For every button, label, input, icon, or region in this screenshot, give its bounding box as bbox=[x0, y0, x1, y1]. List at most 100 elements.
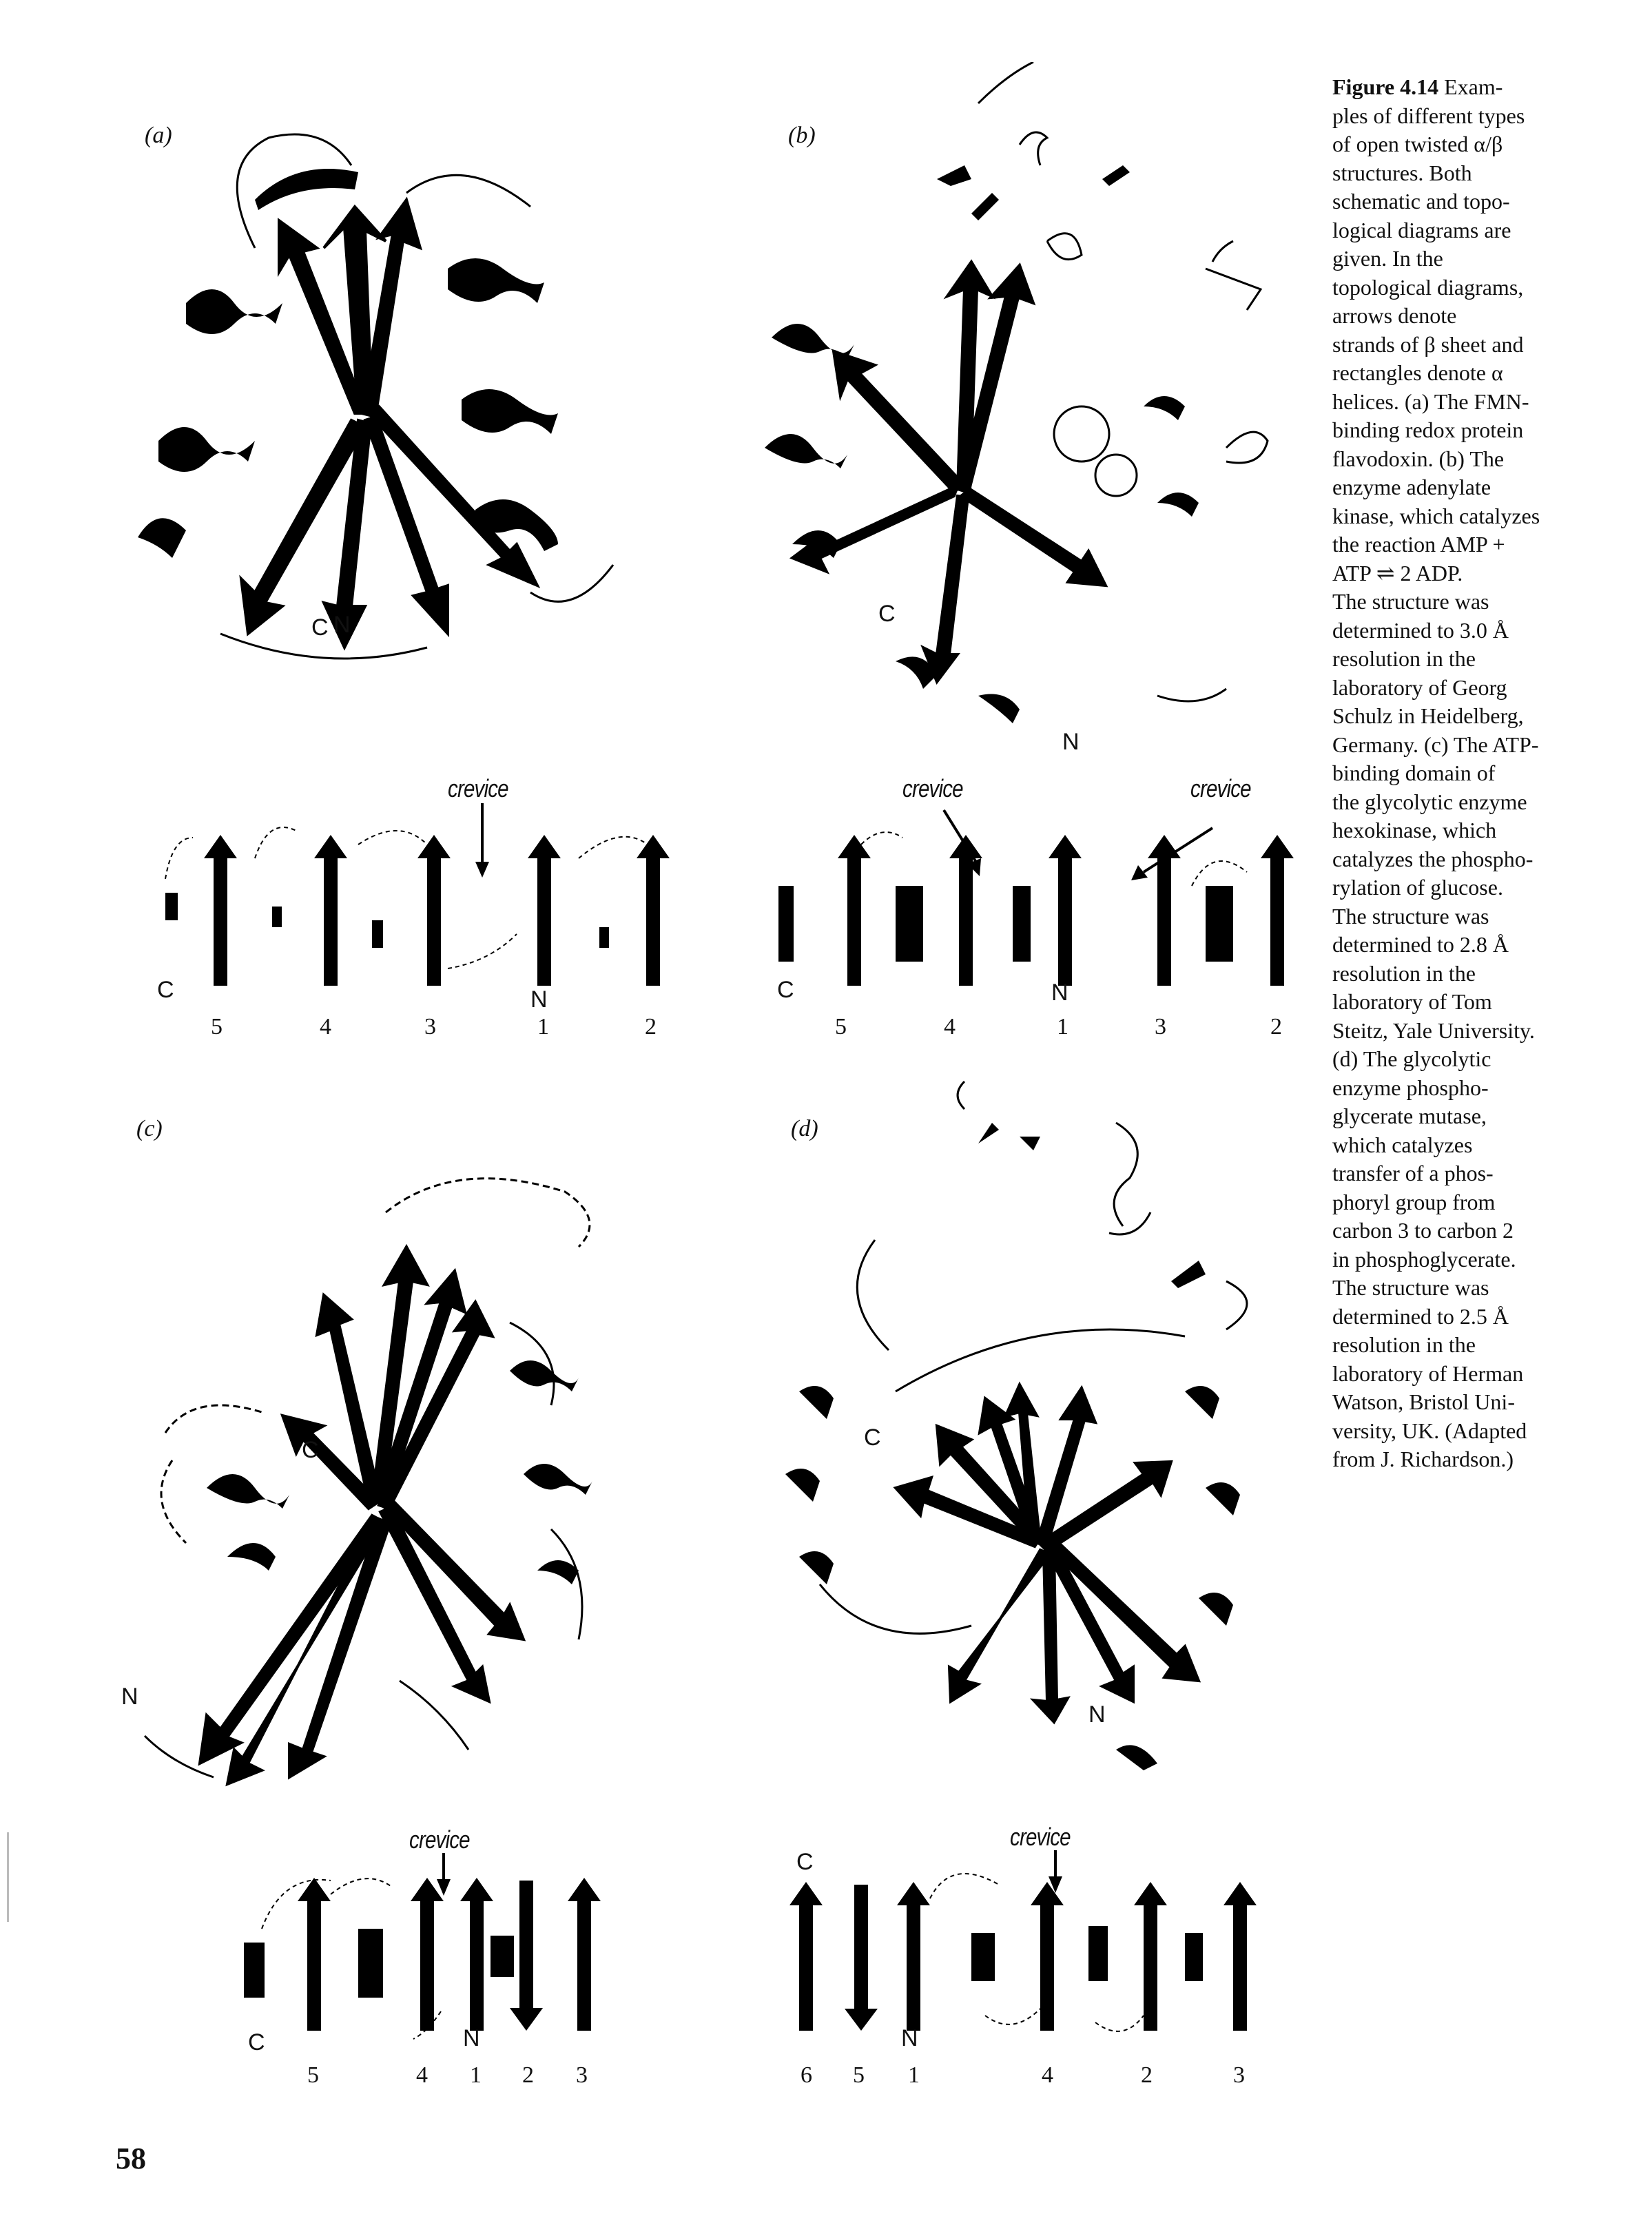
panel-b-sheet-n-terminus: N bbox=[1051, 980, 1068, 1006]
panel-c-sheet-n-terminus: N bbox=[463, 2025, 480, 2051]
caption-line: the reaction AMP + bbox=[1332, 532, 1505, 557]
panel-d-topology-diagram bbox=[789, 1850, 1257, 2032]
panel-d-strand-number: 6 bbox=[801, 2062, 812, 2088]
figure-caption: Figure 4.14 Exam-ples of different types… bbox=[1332, 73, 1622, 1474]
caption-line: carbon 3 to carbon 2 bbox=[1332, 1218, 1514, 1243]
panel-b-c-terminus: C bbox=[878, 601, 896, 627]
panel-c-strand-number: 5 bbox=[307, 2062, 319, 2088]
panel-d-sheet-c-terminus: C bbox=[796, 1849, 814, 1875]
caption-line: Germany. (c) The ATP- bbox=[1332, 732, 1539, 757]
caption-line: of open twisted α/β bbox=[1332, 132, 1503, 156]
caption-line: logical diagrams are bbox=[1332, 217, 1511, 242]
panel-c-ribbon-diagram bbox=[143, 1177, 592, 1787]
caption-line: glycerate mutase, bbox=[1332, 1104, 1487, 1128]
panel-a-ribbon-diagram bbox=[138, 133, 615, 660]
caption-line: versity, UK. (Adapted bbox=[1332, 1418, 1527, 1443]
panel-d-c-terminus: C bbox=[864, 1425, 881, 1451]
panel-d-n-terminus: N bbox=[1088, 1701, 1106, 1728]
caption-line: Schulz in Heidelberg, bbox=[1332, 703, 1524, 728]
caption-line: enzyme adenylate bbox=[1332, 475, 1491, 499]
caption-line: Exam- bbox=[1444, 74, 1503, 99]
panel-d-sheet-n-terminus: N bbox=[901, 2025, 918, 2051]
panel-d-crevice-label: crevice bbox=[1010, 1823, 1071, 1851]
panel-c-topology-diagram bbox=[244, 1853, 601, 2040]
panel-b-crevice-label-1: crevice bbox=[902, 774, 964, 802]
panel-d-strand-number: 5 bbox=[853, 2062, 865, 2088]
panel-b-n-terminus: N bbox=[1062, 729, 1080, 755]
caption-line: determined to 3.0 Å bbox=[1332, 617, 1509, 643]
caption-line: laboratory of Tom bbox=[1332, 989, 1492, 1014]
figure-caption-title: Figure 4.14 bbox=[1332, 74, 1439, 99]
panel-c-strand-number: 1 bbox=[470, 2062, 482, 2088]
panel-a-n-terminus: N bbox=[333, 612, 351, 638]
panel-c-strand-number: 3 bbox=[576, 2062, 588, 2088]
panel-b-strand-number: 2 bbox=[1270, 1014, 1282, 1039]
panel-a-crevice-label: crevice bbox=[448, 774, 509, 802]
page-number: 58 bbox=[116, 2142, 146, 2175]
caption-line: hexokinase, which bbox=[1332, 818, 1497, 842]
caption-line: resolution in the bbox=[1332, 1332, 1476, 1357]
caption-line: The structure was bbox=[1332, 1275, 1489, 1300]
caption-line: the glycolytic enzyme bbox=[1332, 789, 1527, 814]
caption-line: in phosphoglycerate. bbox=[1332, 1246, 1516, 1272]
caption-line: from J. Richardson.) bbox=[1332, 1447, 1514, 1471]
margin-rule bbox=[7, 1832, 9, 1922]
caption-line: ATP ⇌ 2 ADP. bbox=[1332, 560, 1463, 586]
panel-c-label: (c) bbox=[136, 1116, 163, 1141]
caption-line: phoryl group from bbox=[1332, 1189, 1496, 1214]
panel-d-label: (d) bbox=[791, 1116, 818, 1141]
panel-c-c-terminus: C bbox=[302, 1437, 319, 1463]
caption-line: resolution in the bbox=[1332, 646, 1476, 671]
caption-line: structures. Both bbox=[1332, 160, 1472, 185]
panel-a-sheet-c-terminus: C bbox=[157, 977, 174, 1003]
caption-line: kinase, which catalyzes bbox=[1332, 503, 1540, 528]
panel-b-topology-diagram bbox=[778, 809, 1294, 986]
panel-b-strand-number: 4 bbox=[944, 1014, 956, 1039]
panel-d-strand-number: 1 bbox=[908, 2062, 920, 2088]
caption-line: determined to 2.5 Å bbox=[1332, 1303, 1509, 1329]
figure-caption-text: Exam-ples of different types of open twis… bbox=[1332, 74, 1540, 1471]
caption-line: transfer of a phos- bbox=[1332, 1161, 1494, 1185]
panel-a-strand-number: 5 bbox=[211, 1014, 223, 1039]
caption-line: rectangles denote α bbox=[1332, 360, 1503, 385]
caption-line: The structure was bbox=[1332, 589, 1489, 614]
caption-line: binding domain of bbox=[1332, 760, 1496, 785]
panel-c-crevice-label: crevice bbox=[409, 1825, 471, 1854]
caption-line: which catalyzes bbox=[1332, 1132, 1473, 1157]
caption-line: Watson, Bristol Uni- bbox=[1332, 1389, 1515, 1414]
caption-line: laboratory of Georg bbox=[1332, 674, 1507, 700]
panel-a-strand-number: 3 bbox=[424, 1014, 436, 1039]
caption-line: topological diagrams, bbox=[1332, 274, 1524, 300]
caption-line: helices. (a) The FMN- bbox=[1332, 389, 1529, 414]
caption-line: given. In the bbox=[1332, 246, 1443, 271]
panel-c-n-terminus: N bbox=[121, 1684, 138, 1710]
panel-d-strand-number: 2 bbox=[1141, 2062, 1153, 2088]
panel-d-strand-number: 4 bbox=[1042, 2062, 1053, 2088]
panel-b-sheet-c-terminus: C bbox=[777, 977, 794, 1003]
caption-line: ples of different types bbox=[1332, 103, 1525, 128]
panel-b-strand-number: 5 bbox=[835, 1014, 847, 1039]
panel-c-strand-number: 2 bbox=[522, 2062, 534, 2088]
panel-b-strand-number: 1 bbox=[1057, 1014, 1068, 1039]
panel-d-ribbon-diagram bbox=[785, 1080, 1248, 1770]
panel-d-strand-number: 3 bbox=[1233, 2062, 1245, 2088]
panel-a-c-terminus: C bbox=[311, 614, 329, 641]
caption-line: catalyzes the phospho- bbox=[1332, 846, 1534, 871]
panel-c-strand-number: 4 bbox=[416, 2062, 428, 2088]
caption-line: rylation of glucose. bbox=[1332, 875, 1503, 900]
panel-a-strand-number: 2 bbox=[645, 1014, 657, 1039]
panel-a-sheet-n-terminus: N bbox=[530, 986, 548, 1013]
panel-b-crevice-label-2: crevice bbox=[1190, 774, 1252, 802]
panel-b-ribbon-diagram bbox=[765, 62, 1269, 723]
panel-a-strand-number: 4 bbox=[320, 1014, 331, 1039]
caption-line: The structure was bbox=[1332, 903, 1489, 929]
caption-line: strands of β sheet and bbox=[1332, 331, 1524, 357]
caption-line: enzyme phospho- bbox=[1332, 1075, 1489, 1100]
panel-b-label: (b) bbox=[788, 123, 816, 148]
panel-b-strand-number: 3 bbox=[1155, 1014, 1166, 1039]
panel-a-strand-number: 1 bbox=[537, 1014, 549, 1039]
caption-line: determined to 2.8 Å bbox=[1332, 932, 1509, 957]
panel-a-topology-diagram bbox=[165, 803, 670, 986]
caption-line: resolution in the bbox=[1332, 960, 1476, 986]
panel-a-label: (a) bbox=[145, 123, 172, 148]
